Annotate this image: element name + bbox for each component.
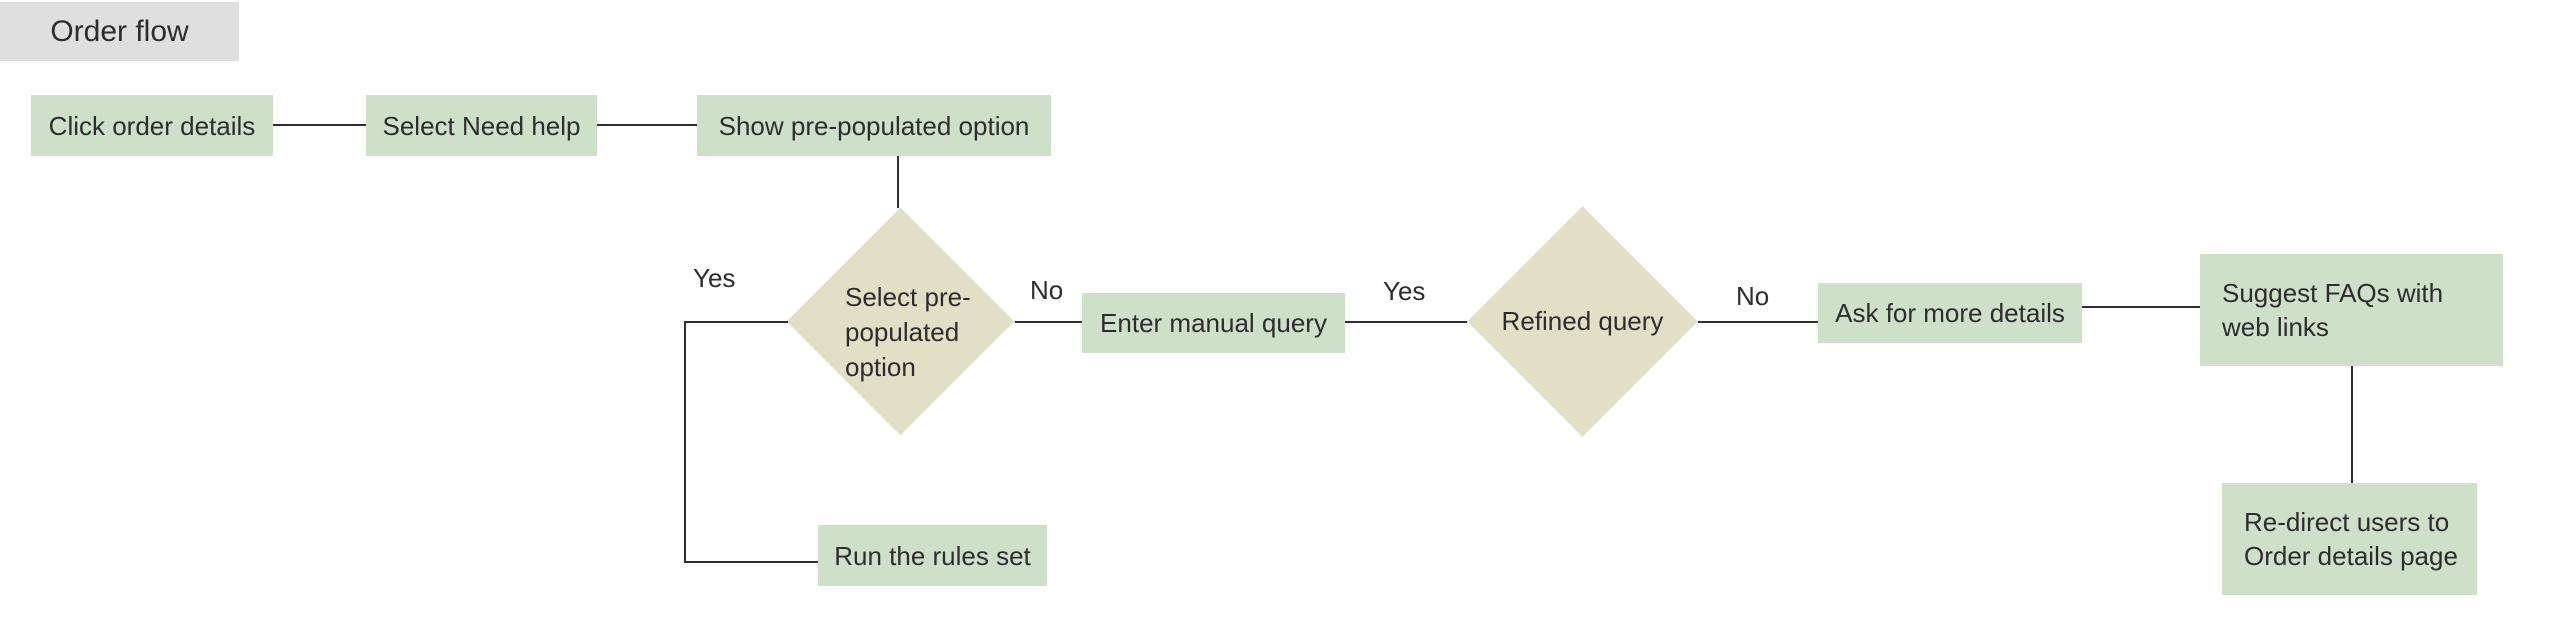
connector-faqs-to-redirect [2351, 366, 2353, 483]
decision-select-prepopulated-option[interactable]: Select pre-populated option [786, 207, 1015, 436]
node-ask-for-more-details[interactable]: Ask for more details [1818, 283, 2082, 343]
connector-needhelp-to-showpre [597, 124, 697, 126]
connector-decision1-yes-segment-1 [684, 321, 788, 323]
node-click-order-details[interactable]: Click order details [31, 95, 273, 156]
connector-askmore-to-faqs [2082, 306, 2200, 308]
connector-decision1-yes-segment-3 [684, 561, 818, 563]
connector-manual-to-decision2 [1345, 321, 1467, 323]
node-redirect-users-to-order-details[interactable]: Re-direct users to Order details page [2222, 483, 2477, 595]
node-run-the-rules-set[interactable]: Run the rules set [818, 525, 1047, 586]
connector-decision1-no-to-manual [1015, 321, 1082, 323]
decision-label: Refined query [1501, 306, 1664, 336]
node-suggest-faqs-with-web-links[interactable]: Suggest FAQs with web links [2200, 254, 2503, 366]
decision-refined-query[interactable]: Refined query [1467, 205, 1698, 438]
node-enter-manual-query[interactable]: Enter manual query [1082, 293, 1345, 353]
node-select-need-help[interactable]: Select Need help [366, 95, 597, 156]
edge-label-decision2-no: No [1736, 281, 1770, 311]
connector-decision1-yes-segment-2 [684, 321, 686, 563]
node-show-prepopulated-option[interactable]: Show pre-populated option [697, 95, 1051, 156]
decision-label: Select pre-populated option [845, 282, 971, 382]
edge-label-decision1-no: No [1030, 275, 1064, 305]
connector-showpre-to-decision1 [897, 156, 899, 208]
diagram-title: Order flow [0, 2, 239, 61]
edge-label-decision1-yes: Yes [693, 263, 736, 293]
connector-click-to-needhelp [273, 124, 366, 126]
connector-decision2-no-to-askmore [1698, 321, 1818, 323]
edge-label-decision2-yes: Yes [1383, 276, 1426, 306]
